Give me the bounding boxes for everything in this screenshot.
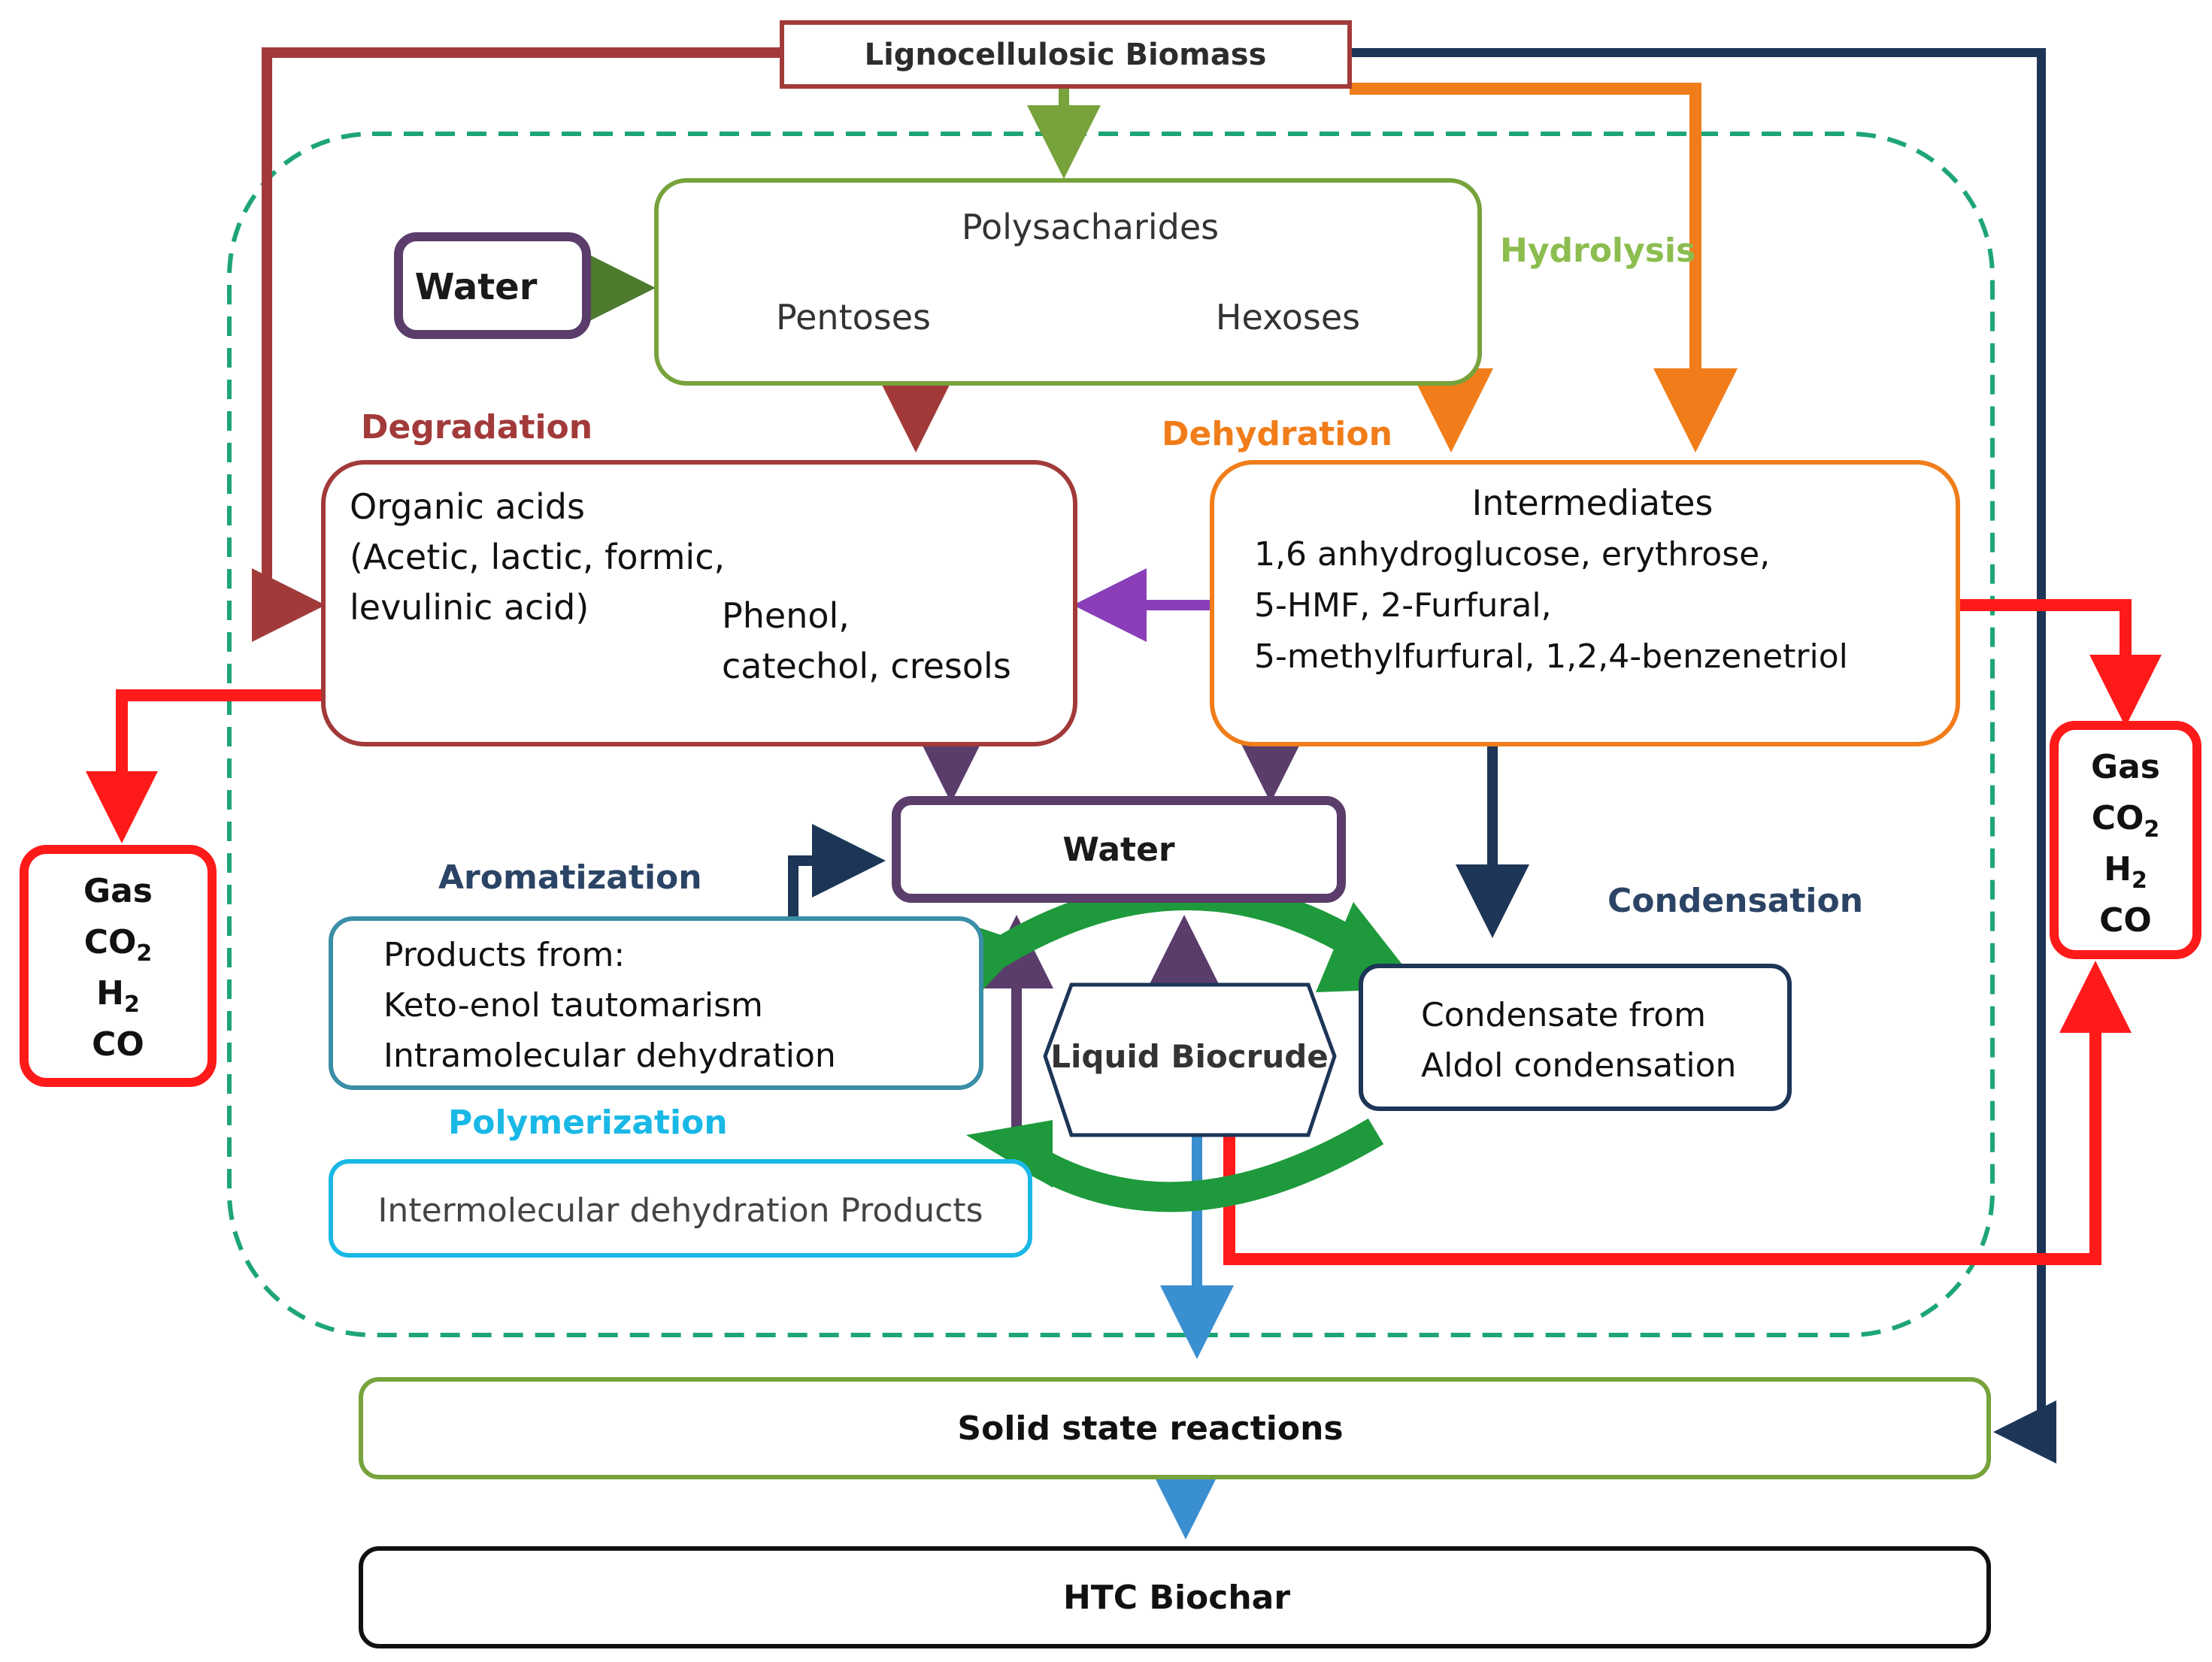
- gas-right-h2: H2: [2104, 850, 2147, 894]
- intermediates-box: [1210, 460, 1960, 746]
- arrow-biomass-to-solid-state: [1350, 48, 2056, 1464]
- biomass-box: [780, 20, 1352, 89]
- degradation-label: Degradation: [361, 408, 592, 447]
- intermediates-line-3: 5-methylfurfural, 1,2,4-benzenetriol: [1254, 637, 1848, 676]
- phenol-line-1: Phenol,: [722, 595, 850, 636]
- hexoses-label: Hexoses: [1216, 297, 1360, 338]
- intermediates-title: Intermediates: [1472, 483, 1714, 523]
- organic-acids-box: [321, 460, 1077, 746]
- aromatization-line-1: Products from:: [383, 936, 625, 974]
- liquid-biocrude-hexagon: [1043, 982, 1337, 1137]
- aromatization-label: Aromatization: [438, 858, 702, 897]
- gas-right-co2-subscript: 2: [2144, 816, 2159, 843]
- phenol-line-2: catechol, cresols: [722, 646, 1011, 686]
- gas-right-co: CO: [2099, 901, 2152, 940]
- gas-left-box: [20, 845, 217, 1087]
- gas-left-h2-subscript: 2: [124, 991, 140, 1018]
- dehydration-label: Dehydration: [1162, 415, 1392, 453]
- hydrolysis-label: Hydrolysis: [1500, 232, 1695, 270]
- condensate-line-2: Aldol condensation: [1421, 1046, 1736, 1085]
- arrow-biomass-to-intermediates: [1350, 83, 1738, 453]
- cycle-arrow-top-tail: [970, 925, 1026, 1000]
- gas-left-co: CO: [92, 1025, 144, 1064]
- cycle-arrow-bottom: [1022, 1118, 1384, 1212]
- organic-acids-line-3: levulinic acid): [350, 587, 589, 628]
- arrow-intermediates-to-gas-right: [1959, 599, 2162, 727]
- gas-left-co2-text: CO: [84, 923, 137, 961]
- water-center-box: [892, 796, 1346, 903]
- polysaccharides-label: Polysacharides: [962, 207, 1219, 247]
- gas-left-label: Gas: [83, 872, 153, 910]
- gas-left-co2-subscript: 2: [136, 940, 152, 967]
- polymerization-box: [329, 1159, 1032, 1258]
- solid-state-label: Solid state reactions: [957, 1409, 1343, 1448]
- water-input-box: [394, 232, 591, 339]
- organic-acids-line-2: (Acetic, lactic, formic,: [350, 537, 725, 577]
- gas-left-co2: CO2: [84, 923, 153, 967]
- arrow-biomass-to-organic-acids: [252, 47, 782, 642]
- gas-left-h2: H2: [96, 974, 140, 1018]
- polysaccharides-box: [654, 178, 1482, 386]
- biomass-label: Lignocellulosic Biomass: [865, 38, 1267, 72]
- arrow-aromatization-to-water: [788, 824, 886, 921]
- liquid-biocrude-label: Liquid Biocrude: [1050, 1038, 1329, 1075]
- htc-biochar-box: [359, 1546, 1991, 1648]
- organic-acids-line-1: Organic acids: [350, 486, 585, 527]
- pentoses-label: Pentoses: [776, 297, 931, 338]
- aromatization-line-2: Keto-enol tautomarism: [383, 986, 763, 1025]
- solid-state-box: [359, 1377, 1991, 1479]
- cycle-arrow-bottom-head: [966, 1120, 1053, 1188]
- aromatization-box: [329, 916, 983, 1090]
- gas-right-co2: CO2: [2092, 799, 2160, 843]
- gas-left-h2-text: H: [96, 974, 124, 1013]
- gas-right-co2-text: CO: [2092, 799, 2144, 837]
- gas-right-h2-subscript: 2: [2132, 867, 2147, 894]
- reactor-boundary: [227, 132, 1995, 1337]
- aromatization-line-3: Intramolecular dehydration: [383, 1037, 836, 1075]
- gas-right-box: [2050, 721, 2201, 959]
- arrow-organic-acids-to-gas-left: [86, 689, 323, 843]
- water-center-label: Water: [1062, 831, 1175, 869]
- cycle-arrow-top: [988, 880, 1362, 968]
- condensate-box: [1359, 964, 1792, 1111]
- polymerization-label: Polymerization: [448, 1103, 728, 1142]
- gas-right-label: Gas: [2091, 748, 2160, 786]
- condensate-line-1: Condensate from: [1421, 996, 1706, 1034]
- polymerization-products-label: Intermolecular dehydration Products: [377, 1191, 983, 1230]
- intermediates-line-2: 5-HMF, 2-Furfural,: [1254, 586, 1552, 625]
- water-input-label: Water: [415, 266, 538, 308]
- htc-biochar-label: HTC Biochar: [1063, 1579, 1290, 1617]
- gas-right-h2-text: H: [2104, 850, 2132, 889]
- condensation-label: Condensation: [1607, 882, 1863, 920]
- intermediates-line-1: 1,6 anhydroglucose, erythrose,: [1254, 535, 1770, 574]
